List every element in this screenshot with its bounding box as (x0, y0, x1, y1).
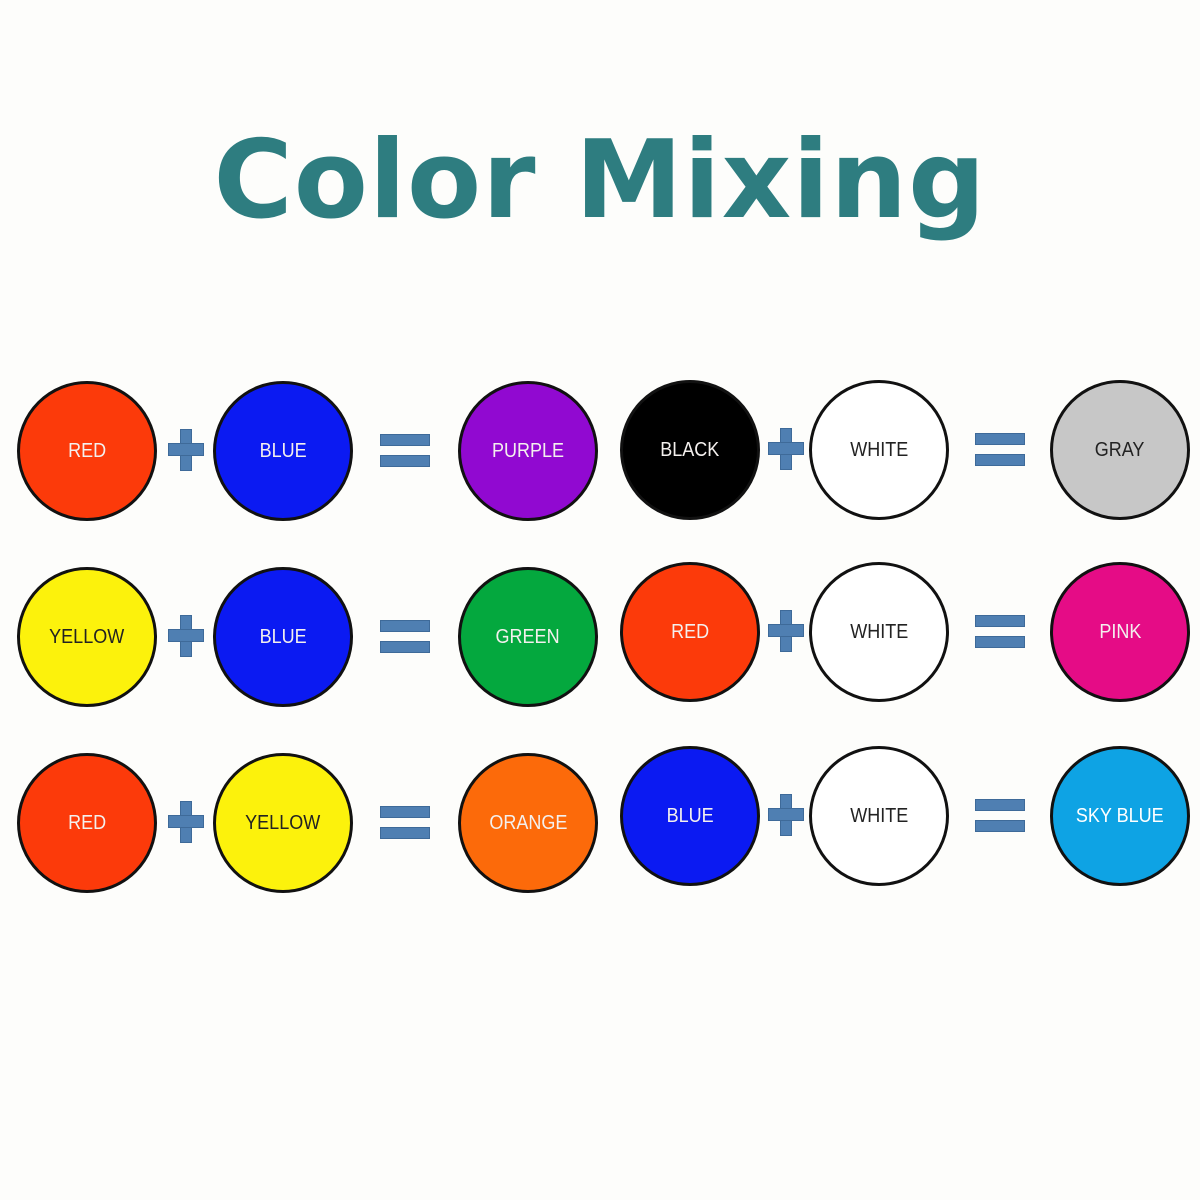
plus-icon (168, 615, 204, 657)
equals-icon (380, 620, 430, 654)
color-label: BLACK (660, 438, 720, 461)
equals-icon (380, 434, 430, 468)
color-label: WHITE (850, 438, 908, 461)
input-color-circle: WHITE (809, 746, 949, 886)
input-color-circle: RED (17, 753, 157, 893)
input-color-circle: WHITE (809, 380, 949, 520)
plus-icon (768, 610, 804, 652)
color-label: RED (670, 620, 709, 643)
plus-icon (768, 794, 804, 836)
plus-icon (168, 429, 204, 471)
input-color-circle: BLUE (213, 381, 353, 521)
color-label: BLUE (666, 804, 714, 827)
result-color-circle: ORANGE (458, 753, 598, 893)
color-label: BLUE (259, 625, 307, 648)
input-color-circle: BLACK (620, 380, 760, 520)
result-color-circle: PURPLE (458, 381, 598, 521)
color-label: PINK (1098, 620, 1142, 643)
input-color-circle: BLUE (620, 746, 760, 886)
color-label: RED (67, 811, 106, 834)
input-color-circle: WHITE (809, 562, 949, 702)
input-color-circle: RED (17, 381, 157, 521)
result-color-circle: PINK (1050, 562, 1190, 702)
equals-icon (975, 433, 1025, 467)
result-color-circle: GREEN (458, 567, 598, 707)
color-label: WHITE (850, 804, 908, 827)
input-color-circle: YELLOW (213, 753, 353, 893)
color-label: YELLOW (49, 625, 125, 648)
color-label: PURPLE (491, 439, 565, 462)
plus-icon (768, 428, 804, 470)
color-label: SKY BLUE (1076, 804, 1164, 827)
equals-icon (975, 615, 1025, 649)
input-color-circle: BLUE (213, 567, 353, 707)
color-label: RED (67, 439, 106, 462)
equals-icon (380, 806, 430, 840)
color-label: GRAY (1095, 438, 1145, 461)
plus-icon (168, 801, 204, 843)
input-color-circle: YELLOW (17, 567, 157, 707)
color-label: GREEN (495, 625, 561, 648)
color-label: YELLOW (245, 811, 321, 834)
result-color-circle: SKY BLUE (1050, 746, 1190, 886)
page-title: Color Mixing (213, 118, 987, 243)
color-label: WHITE (850, 620, 908, 643)
result-color-circle: GRAY (1050, 380, 1190, 520)
equals-icon (975, 799, 1025, 833)
input-color-circle: RED (620, 562, 760, 702)
color-label: ORANGE (488, 811, 568, 834)
color-label: BLUE (259, 439, 307, 462)
